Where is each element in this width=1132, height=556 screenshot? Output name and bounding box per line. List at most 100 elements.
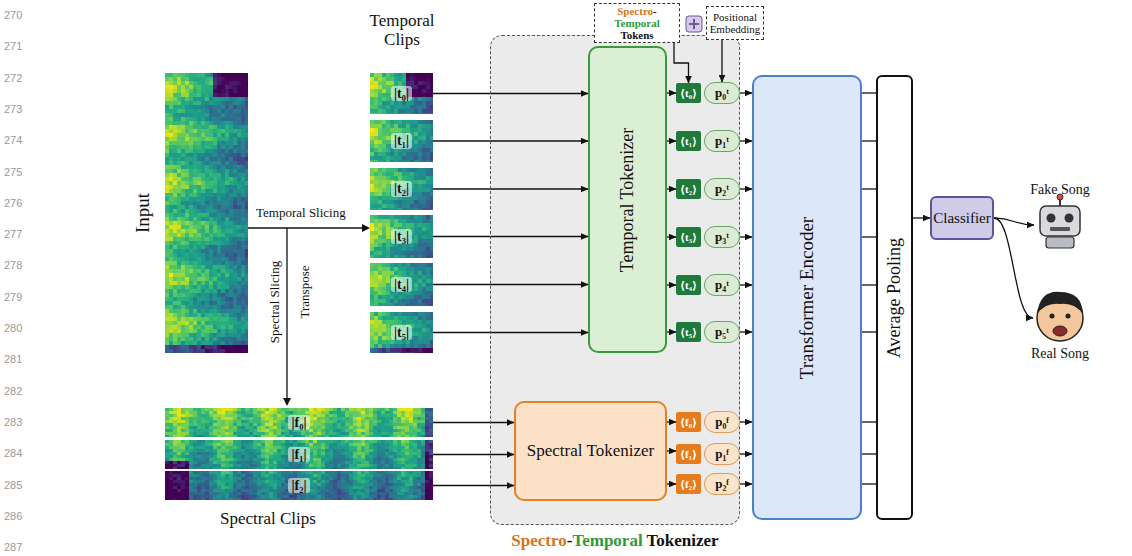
arrowhead bbox=[283, 398, 291, 406]
encoder-box: Transformer Encoder bbox=[752, 75, 862, 520]
spectrogram bbox=[165, 471, 433, 500]
spectrogram bbox=[165, 408, 433, 437]
token-square: ⟨t₁⟩ bbox=[676, 131, 701, 151]
spectrogram bbox=[370, 73, 433, 114]
line-number: 274 bbox=[4, 134, 22, 146]
connector bbox=[721, 40, 722, 82]
clip-box: |t₀| bbox=[370, 73, 433, 114]
node-text: ⟨t₄⟩ bbox=[680, 279, 697, 291]
text-part: - bbox=[653, 5, 657, 17]
clip-box: |f₁| bbox=[165, 440, 433, 469]
tokenizer-ground bbox=[490, 35, 740, 525]
connector bbox=[433, 140, 588, 141]
embedding-pill: p₂ᶠ bbox=[704, 473, 740, 495]
connector bbox=[740, 284, 752, 285]
token-square: ⟨f₀⟩ bbox=[676, 412, 701, 432]
connector bbox=[433, 454, 514, 455]
line-number: 279 bbox=[4, 291, 22, 303]
node-text: p₀ᵗ bbox=[715, 86, 729, 100]
connector bbox=[433, 284, 588, 285]
annotation-label: Temporal Slicing bbox=[256, 206, 346, 220]
node-text: Input bbox=[133, 193, 154, 233]
connector bbox=[667, 421, 676, 422]
connector bbox=[433, 93, 588, 94]
embedding-pill: p₂ᵗ bbox=[704, 178, 740, 200]
token-square: ⟨t₃⟩ bbox=[676, 227, 701, 247]
clip-box: |t₃| bbox=[370, 215, 433, 258]
connector bbox=[667, 140, 676, 141]
pooling-box: Average Pooling bbox=[876, 75, 913, 520]
connector bbox=[667, 331, 676, 332]
line-number: 276 bbox=[4, 197, 22, 209]
node-text: p₁ᵗ bbox=[715, 134, 729, 148]
token-square: ⟨t₅⟩ bbox=[676, 322, 701, 342]
line-number: 286 bbox=[4, 510, 22, 522]
clip-box: |f₂| bbox=[165, 471, 433, 500]
connector bbox=[433, 485, 514, 486]
connector bbox=[667, 236, 676, 237]
embedding-pill: p₄ᵗ bbox=[704, 274, 740, 296]
clip-box: |f₀| bbox=[165, 408, 433, 437]
connector bbox=[740, 421, 752, 422]
slicing-line bbox=[248, 227, 362, 228]
node-text: |t₁| bbox=[391, 133, 412, 148]
node-text: Fake Song bbox=[1030, 182, 1090, 197]
connector bbox=[667, 92, 676, 93]
line-number: 280 bbox=[4, 322, 22, 334]
line-number: 284 bbox=[4, 447, 22, 459]
callout-box: Positional Embedding bbox=[706, 6, 764, 40]
node-text: ⟨f₂⟩ bbox=[680, 478, 697, 490]
node-text: Spectro-Temporal Tokenizer bbox=[491, 532, 739, 551]
connector bbox=[862, 483, 876, 484]
node-text: |t₃| bbox=[391, 229, 412, 244]
spectrogram bbox=[370, 215, 433, 258]
node-text: Temporal Tokenizer bbox=[618, 127, 638, 272]
embedding-pill: p₀ᵗ bbox=[704, 82, 740, 104]
token-square: ⟨f₂⟩ bbox=[676, 474, 701, 494]
slicing-lines bbox=[248, 228, 362, 398]
input-spectrogram: Input bbox=[165, 73, 248, 353]
connector bbox=[994, 218, 1033, 318]
embedding-pill: p₁ᵗ bbox=[704, 130, 740, 152]
connector bbox=[674, 43, 689, 83]
spectrogram bbox=[370, 168, 433, 210]
node-text: |t₅| bbox=[391, 325, 412, 340]
connector bbox=[667, 284, 676, 285]
connector bbox=[862, 284, 876, 285]
connector bbox=[667, 483, 676, 484]
spectrogram bbox=[165, 440, 433, 469]
node-text: Average Pooling bbox=[885, 237, 905, 357]
connector bbox=[433, 422, 514, 423]
node-text: Positional Embedding bbox=[707, 11, 763, 35]
annotation-label: Temporal Clips bbox=[362, 12, 442, 49]
token-square: ⟨t₀⟩ bbox=[676, 83, 701, 103]
node-text: Classifier bbox=[933, 210, 991, 227]
annotation-label: Transpose bbox=[298, 266, 312, 319]
node-text: |f₀| bbox=[288, 415, 309, 430]
connector bbox=[433, 332, 588, 333]
connector bbox=[862, 140, 876, 141]
tokenizer-box: Temporal Tokenizer bbox=[588, 46, 667, 353]
connector bbox=[862, 188, 876, 189]
line-number: 272 bbox=[4, 72, 22, 84]
connector bbox=[913, 217, 930, 218]
annotation-label: Spectral Clips bbox=[220, 510, 316, 529]
node-text: ⟨t₁⟩ bbox=[680, 135, 697, 147]
token-square: ⟨t₂⟩ bbox=[676, 179, 701, 199]
node-text: Spectral Tokenizer bbox=[527, 442, 654, 461]
line-number: 277 bbox=[4, 228, 22, 240]
node-text: ⟨t₀⟩ bbox=[680, 87, 697, 99]
node-text: ⟨t₅⟩ bbox=[680, 326, 697, 338]
node-text: ⟨f₁⟩ bbox=[680, 448, 697, 460]
node-text: |f₁| bbox=[288, 447, 309, 462]
tokenizer-box: Spectral Tokenizer bbox=[514, 401, 667, 501]
slicing-line bbox=[286, 228, 287, 398]
output-icon: Fake Song bbox=[1036, 200, 1084, 250]
line-number: 285 bbox=[4, 479, 22, 491]
connector bbox=[740, 140, 752, 141]
line-number: 275 bbox=[4, 166, 22, 178]
connector bbox=[667, 450, 676, 451]
node-text: ⟨f₀⟩ bbox=[680, 416, 697, 428]
text-part: - bbox=[567, 531, 573, 550]
